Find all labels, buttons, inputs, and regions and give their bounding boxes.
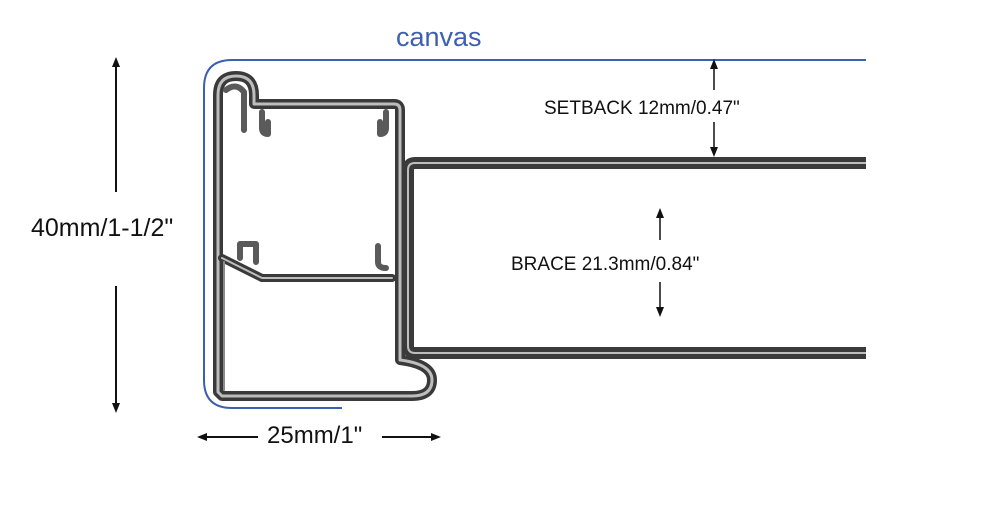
profile-lower-nub-left <box>237 241 259 265</box>
profile-right-hook <box>377 109 389 137</box>
profile-top-lip <box>223 83 247 133</box>
profile-slope-wall <box>218 254 396 282</box>
width-dimension-label: 25mm/1" <box>267 422 363 449</box>
profile-slope-wall-highlight <box>221 257 393 279</box>
canvas-line <box>203 59 866 409</box>
profile-left-hook <box>259 109 271 137</box>
brace-tube <box>402 157 866 359</box>
setback-dimension-label: SETBACK 12mm/0.47" <box>544 98 740 119</box>
brace-outline-highlight <box>407 162 866 354</box>
profile-lower-nub-right <box>375 243 389 271</box>
stretcher-profile <box>213 71 437 401</box>
profile-inner-contour <box>216 74 434 398</box>
canvas-label: canvas <box>396 22 482 52</box>
brace-dimension-label: BRACE 21.3mm/0.84" <box>511 254 700 275</box>
height-dimension-label: 40mm/1-1/2" <box>31 214 174 242</box>
